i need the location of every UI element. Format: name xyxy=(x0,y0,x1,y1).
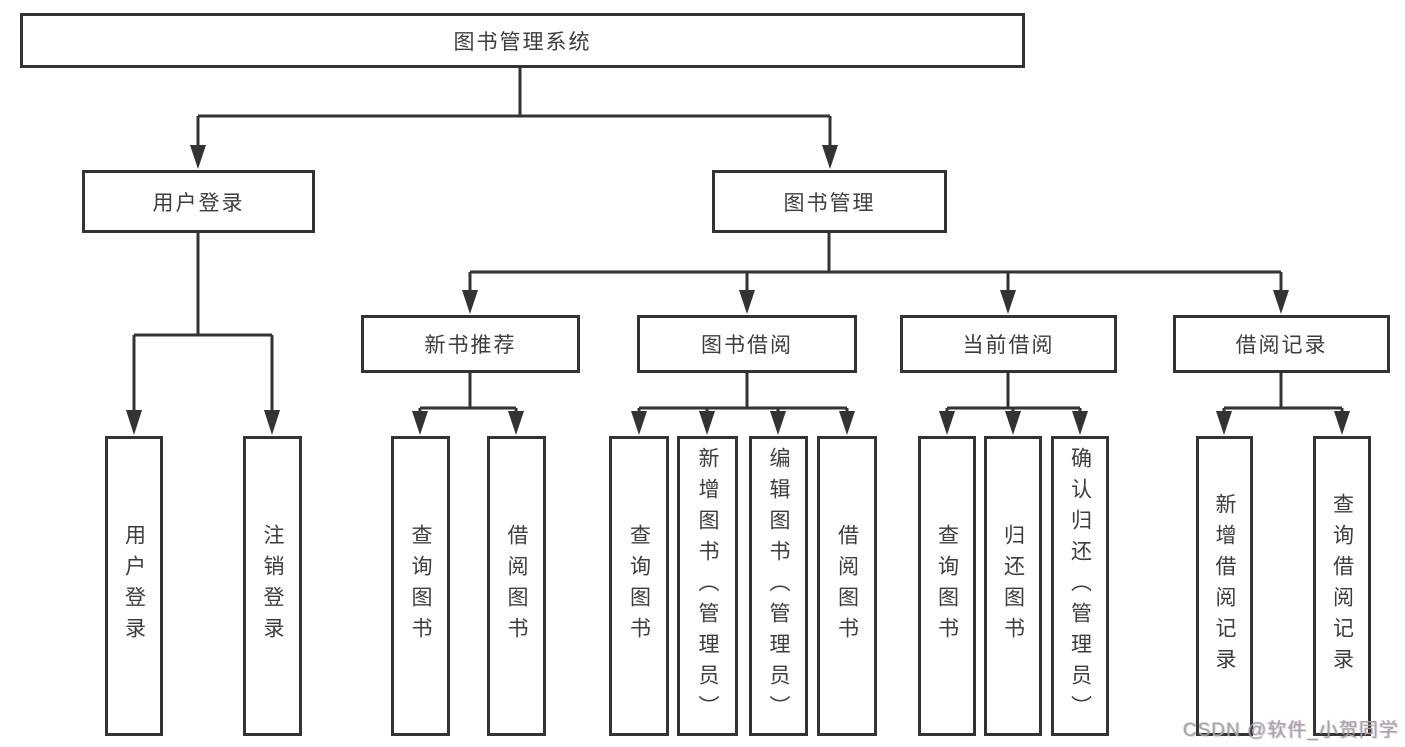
arrowhead xyxy=(462,290,478,314)
leaf-add-borrow-record-label: 新增借阅记录 xyxy=(1213,493,1236,679)
connector-line xyxy=(637,373,849,412)
leaf-query-borrow-record: 查询借阅记录 xyxy=(1313,436,1371,736)
leaf-add-borrow-record: 新增借阅记录 xyxy=(1196,436,1253,736)
arrowhead xyxy=(126,410,142,435)
arrowhead xyxy=(412,411,428,435)
node-book-borrowing: 图书借阅 xyxy=(637,315,857,373)
arrowhead xyxy=(1000,290,1016,314)
leaf-query-books-1-label: 查询图书 xyxy=(409,524,432,648)
leaf-query-books-2-label: 查询图书 xyxy=(627,524,651,648)
node-user-login: 用户登录 xyxy=(82,170,315,233)
arrowhead xyxy=(822,145,838,169)
connector-root-to-branches xyxy=(190,68,838,169)
leaf-add-book-admin-label: 新增图书（管理员） xyxy=(696,446,719,726)
connector-line xyxy=(132,233,274,411)
leaf-return-book: 归还图书 xyxy=(984,436,1042,736)
leaf-confirm-return-admin: 确认归还（管理员） xyxy=(1051,436,1109,736)
arrowhead xyxy=(190,145,206,169)
node-borrowing-records: 借阅记录 xyxy=(1173,315,1390,373)
connector-borrowing-records-to-children xyxy=(1216,373,1350,435)
arrowhead xyxy=(508,411,524,435)
connector-book-management-to-children xyxy=(462,233,1289,314)
node-user-login-label: 用户登录 xyxy=(152,191,245,215)
node-root-label: 图书管理系统 xyxy=(453,30,592,54)
leaf-confirm-return-admin-label: 确认归还（管理员） xyxy=(1068,446,1092,726)
leaf-logout: 注销登录 xyxy=(243,436,302,736)
leaf-add-book-admin: 新增图书（管理员） xyxy=(677,436,738,736)
connector-line xyxy=(945,373,1082,412)
arrowhead xyxy=(1005,411,1021,435)
node-book-management-label: 图书管理 xyxy=(783,191,876,215)
node-root: 图书管理系统 xyxy=(20,13,1025,68)
connector-line xyxy=(196,68,832,147)
connector-line xyxy=(468,233,1283,291)
leaf-user-login-label: 用户登录 xyxy=(122,524,146,648)
arrowhead xyxy=(770,411,786,435)
connector-new-book-recommend-to-children xyxy=(412,373,524,435)
connector-current-borrowing-to-children xyxy=(939,373,1088,435)
leaf-edit-book-admin-label: 编辑图书（管理员） xyxy=(767,446,790,726)
arrowhead xyxy=(1273,290,1289,314)
leaf-logout-label: 注销登录 xyxy=(261,524,284,648)
arrowhead xyxy=(939,411,955,435)
leaf-borrow-books-2: 借阅图书 xyxy=(817,436,877,736)
leaf-query-books-3: 查询图书 xyxy=(918,436,976,736)
node-book-management: 图书管理 xyxy=(712,170,947,233)
leaf-borrow-books-1: 借阅图书 xyxy=(487,436,546,736)
leaf-query-books-2: 查询图书 xyxy=(609,436,669,736)
connector-user-login-to-children xyxy=(126,233,280,435)
node-current-borrowing: 当前借阅 xyxy=(900,315,1117,373)
node-borrowing-records-label: 借阅记录 xyxy=(1235,334,1328,357)
node-new-book-recommend: 新书推荐 xyxy=(361,315,580,373)
connector-line xyxy=(418,373,518,412)
leaf-return-book-label: 归还图书 xyxy=(1001,524,1025,648)
arrowhead xyxy=(1334,411,1350,435)
arrowhead xyxy=(739,290,755,314)
arrowhead xyxy=(1216,411,1232,435)
leaf-edit-book-admin: 编辑图书（管理员） xyxy=(749,436,808,736)
leaf-query-borrow-record-label: 查询借阅记录 xyxy=(1330,493,1354,679)
leaf-borrow-books-2-label: 借阅图书 xyxy=(835,524,859,648)
connector-book-borrowing-to-children xyxy=(631,373,855,435)
connector-line xyxy=(1222,373,1344,412)
arrowhead xyxy=(631,411,647,435)
leaf-query-books-1: 查询图书 xyxy=(391,436,450,736)
watermark-text: CSDN @软件_小贺同学 xyxy=(1183,720,1399,741)
arrowhead xyxy=(1072,411,1088,435)
node-current-borrowing-label: 当前借阅 xyxy=(962,334,1055,357)
node-book-borrowing-label: 图书借阅 xyxy=(701,334,793,357)
arrowhead xyxy=(839,411,855,435)
leaf-borrow-books-1-label: 借阅图书 xyxy=(505,524,528,648)
node-new-book-recommend-label: 新书推荐 xyxy=(424,334,517,357)
leaf-user-login: 用户登录 xyxy=(105,436,163,736)
arrowhead xyxy=(699,411,715,435)
leaf-query-books-3-label: 查询图书 xyxy=(935,524,959,648)
arrowhead xyxy=(264,410,280,435)
